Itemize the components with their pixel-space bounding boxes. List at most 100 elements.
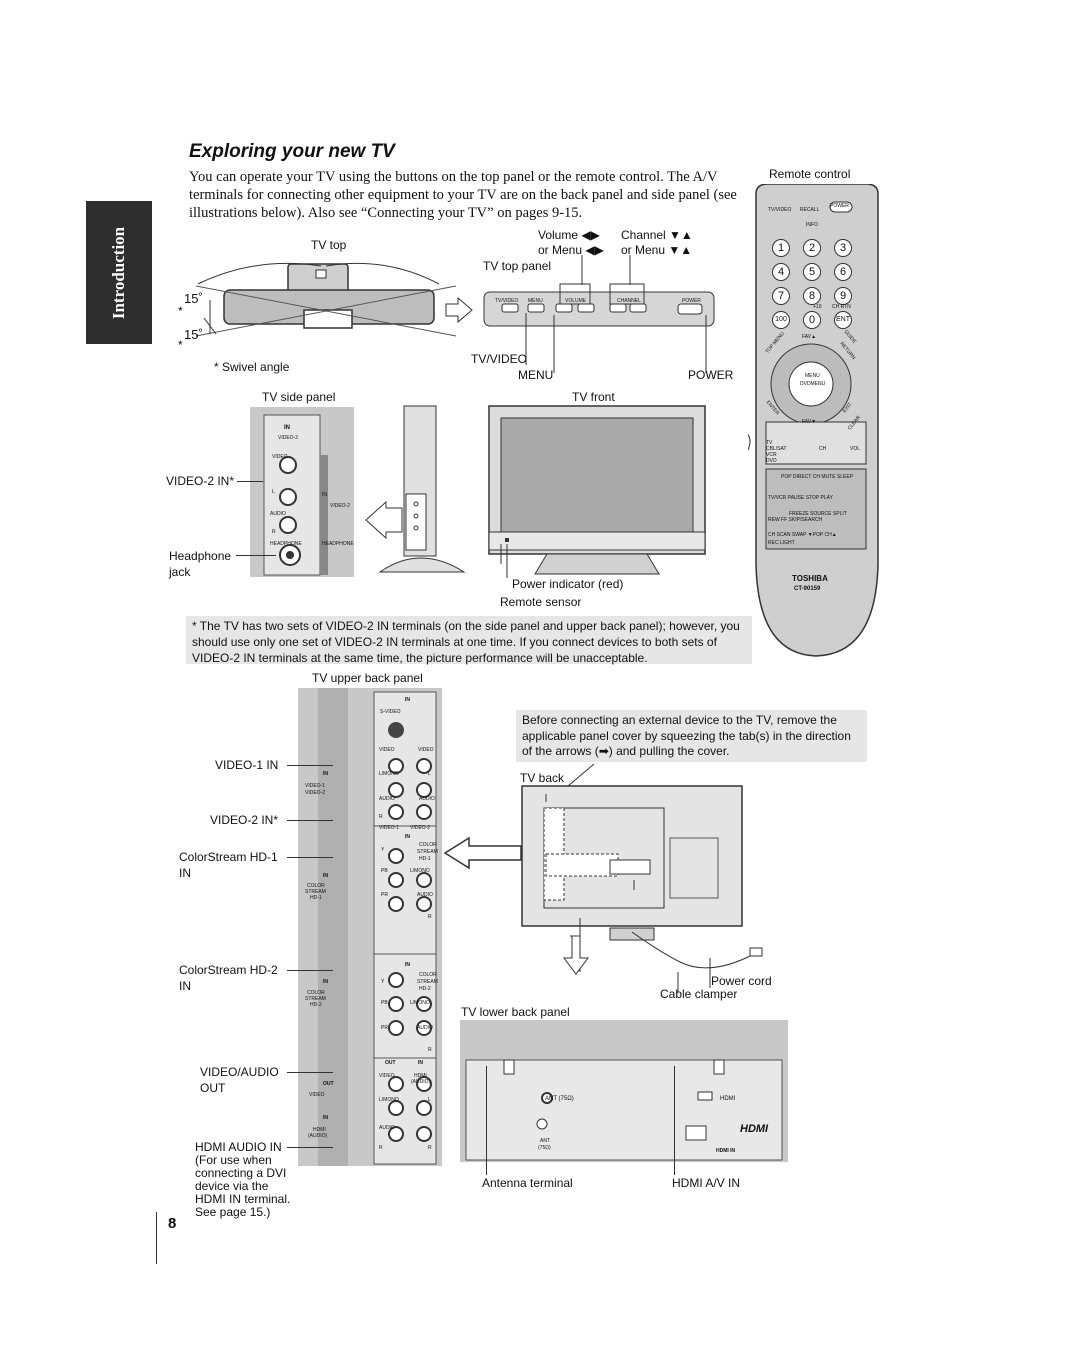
remote-power[interactable]: POWER (830, 203, 849, 209)
video2-in-label: VIDEO-2 IN* (210, 813, 279, 827)
side-panel-label: TV side panel (262, 390, 336, 404)
key-5[interactable]: 5 (803, 263, 821, 281)
ub-out-2: OUT (323, 1081, 334, 1087)
remote-row5[interactable]: CH SCAN SWAP ▼POP CH▲ (768, 532, 837, 538)
ub-lmono-4: L/MONO (379, 1097, 399, 1103)
video1-in-label: VIDEO-1 IN (215, 758, 279, 772)
ub-in-8: IN (323, 1115, 328, 1121)
remote-dvdmenu[interactable]: DVDMENU (800, 381, 826, 387)
hdmi-audio-label-5: HDMI IN terminal. (195, 1192, 291, 1206)
ub-l-2: L (428, 1097, 431, 1103)
cable-clamper-label: Cable clamper (660, 987, 738, 1001)
remote-mode-dvd[interactable]: DVD (766, 458, 777, 464)
remote-row6[interactable]: REC LIGHT (768, 540, 795, 546)
ub-r-5: R (428, 1145, 432, 1151)
hdmi-audio-label-3: connecting a DVI (195, 1166, 287, 1180)
ub-color-1: COLOR (419, 842, 437, 848)
ub-video2-side: VIDEO-2 (305, 790, 326, 796)
tv-back-label: TV back (520, 771, 565, 785)
angle-top: 15˚ (184, 291, 203, 306)
remote-chrtn: CH RTN (832, 304, 851, 310)
remote-menu[interactable]: MENU (805, 373, 820, 379)
section-tab-label: Introduction (109, 226, 128, 319)
leader-line (287, 820, 333, 821)
ub-stream-1: STREAM (417, 849, 438, 855)
remote-fav-up[interactable]: FAV▲ (802, 334, 817, 340)
leader-line (236, 555, 276, 556)
page-rule (156, 1212, 157, 1264)
hdmi-logo: HDMI (740, 1123, 769, 1135)
ub-video1: VIDEO-1 (379, 825, 400, 831)
key-3[interactable]: 3 (834, 239, 852, 257)
key-8[interactable]: 8 (803, 287, 821, 305)
remote-keypad: 1 2 3 4 5 6 7 8 9 100 0 ENT (772, 239, 862, 333)
ub-hd2-side: HD-2 (310, 1002, 322, 1008)
va-out-label-1: VIDEO/AUDIO (200, 1065, 279, 1079)
remote-tvvideo[interactable]: TV/VIDEO (768, 207, 792, 213)
ub-video-3: VIDEO (379, 1073, 395, 1079)
remote-row2[interactable]: TV/VCR PAUSE STOP PLAY (768, 495, 833, 501)
key-6[interactable]: 6 (834, 263, 852, 281)
remote-sensor-label: Remote sensor (500, 595, 582, 609)
angle-bottom: 15˚ (184, 327, 203, 342)
left-arrow (443, 836, 522, 870)
remote-row1[interactable]: POP DIRECT CH MUTE SLEEP (781, 474, 854, 480)
btn-power-text: POWER (682, 298, 701, 304)
key-4[interactable]: 4 (772, 263, 790, 281)
side-panel-illustration (250, 407, 354, 577)
volume-menu-label: or Menu ◀▶ (538, 243, 604, 257)
ub-video-2: VIDEO (418, 747, 434, 753)
ub-r-4: R (379, 1145, 383, 1151)
remote-plus10: +10 (813, 304, 822, 310)
ub-y-1: Y (381, 847, 385, 853)
ub-r-3: R (428, 1047, 432, 1053)
ub-lmono-3: L/MONO (410, 1000, 430, 1006)
key-ent[interactable]: ENT (834, 311, 852, 329)
asterisk-bottom: * (178, 338, 183, 352)
remote-brand: TOSHIBA (792, 574, 828, 583)
ub-pr-2: PR (381, 1025, 388, 1031)
ub-color-side1: COLOR (307, 883, 325, 889)
remote-row4[interactable]: REW FF SKIP/SEARCH (768, 517, 823, 523)
key-0[interactable]: 0 (803, 311, 821, 329)
tv-top-label: TV top (311, 238, 347, 252)
key-1[interactable]: 1 (772, 239, 790, 257)
remote-model: CT-90159 (794, 586, 821, 592)
page-number: 8 (168, 1215, 177, 1232)
leader-line (287, 1147, 333, 1148)
side-video2-in-label: VIDEO-2 IN* (166, 474, 235, 488)
ub-audio-3: AUDIO (417, 892, 433, 898)
remote-vol[interactable]: VOL (850, 446, 861, 452)
key-2[interactable]: 2 (803, 239, 821, 257)
key-7[interactable]: 7 (772, 287, 790, 305)
power-cord-label: Power cord (711, 974, 772, 988)
remote-row3[interactable]: FREEZE SOURCE SPLIT (789, 511, 847, 517)
ub-y-2: Y (381, 979, 385, 985)
remote-mode-cbl[interactable]: CBL/SAT (766, 446, 787, 452)
side-l: L (272, 489, 275, 495)
tv-front-label: TV front (572, 390, 615, 404)
side-in: IN (284, 425, 290, 431)
leader-line (237, 481, 263, 482)
asterisk-top: * (178, 304, 183, 318)
ub-in-1: IN (405, 697, 410, 703)
ub-pb-1: PB (381, 868, 388, 874)
ub-stream-side1: STREAM (305, 889, 326, 895)
remote-recall[interactable]: RECALL (800, 207, 820, 213)
ub-pr-1: PR (381, 892, 388, 898)
lower-back-label: TV lower back panel (461, 1005, 570, 1019)
lb-hdmi-in: HDMI IN (716, 1148, 736, 1154)
ub-svideo: S-VIDEO (380, 709, 401, 715)
ub-video2: VIDEO-2 (410, 825, 431, 831)
remote-ch[interactable]: CH (819, 446, 827, 452)
remote-info[interactable]: INFO (806, 222, 818, 228)
headphone-jack-label-2: jack (169, 565, 191, 579)
remote-mode-tv[interactable]: TV (766, 440, 773, 446)
key-9[interactable]: 9 (834, 287, 852, 305)
remote-mode-vcr[interactable]: VCR (766, 452, 777, 458)
remote-fav-down[interactable]: FAV▼ (802, 419, 817, 425)
side-video2: VIDEO-2 (278, 435, 299, 441)
ub-video1-side: VIDEO-1 (305, 783, 326, 789)
lb-ant-ohm: (75Ω) (538, 1145, 551, 1151)
key-100[interactable]: 100 (772, 311, 790, 329)
